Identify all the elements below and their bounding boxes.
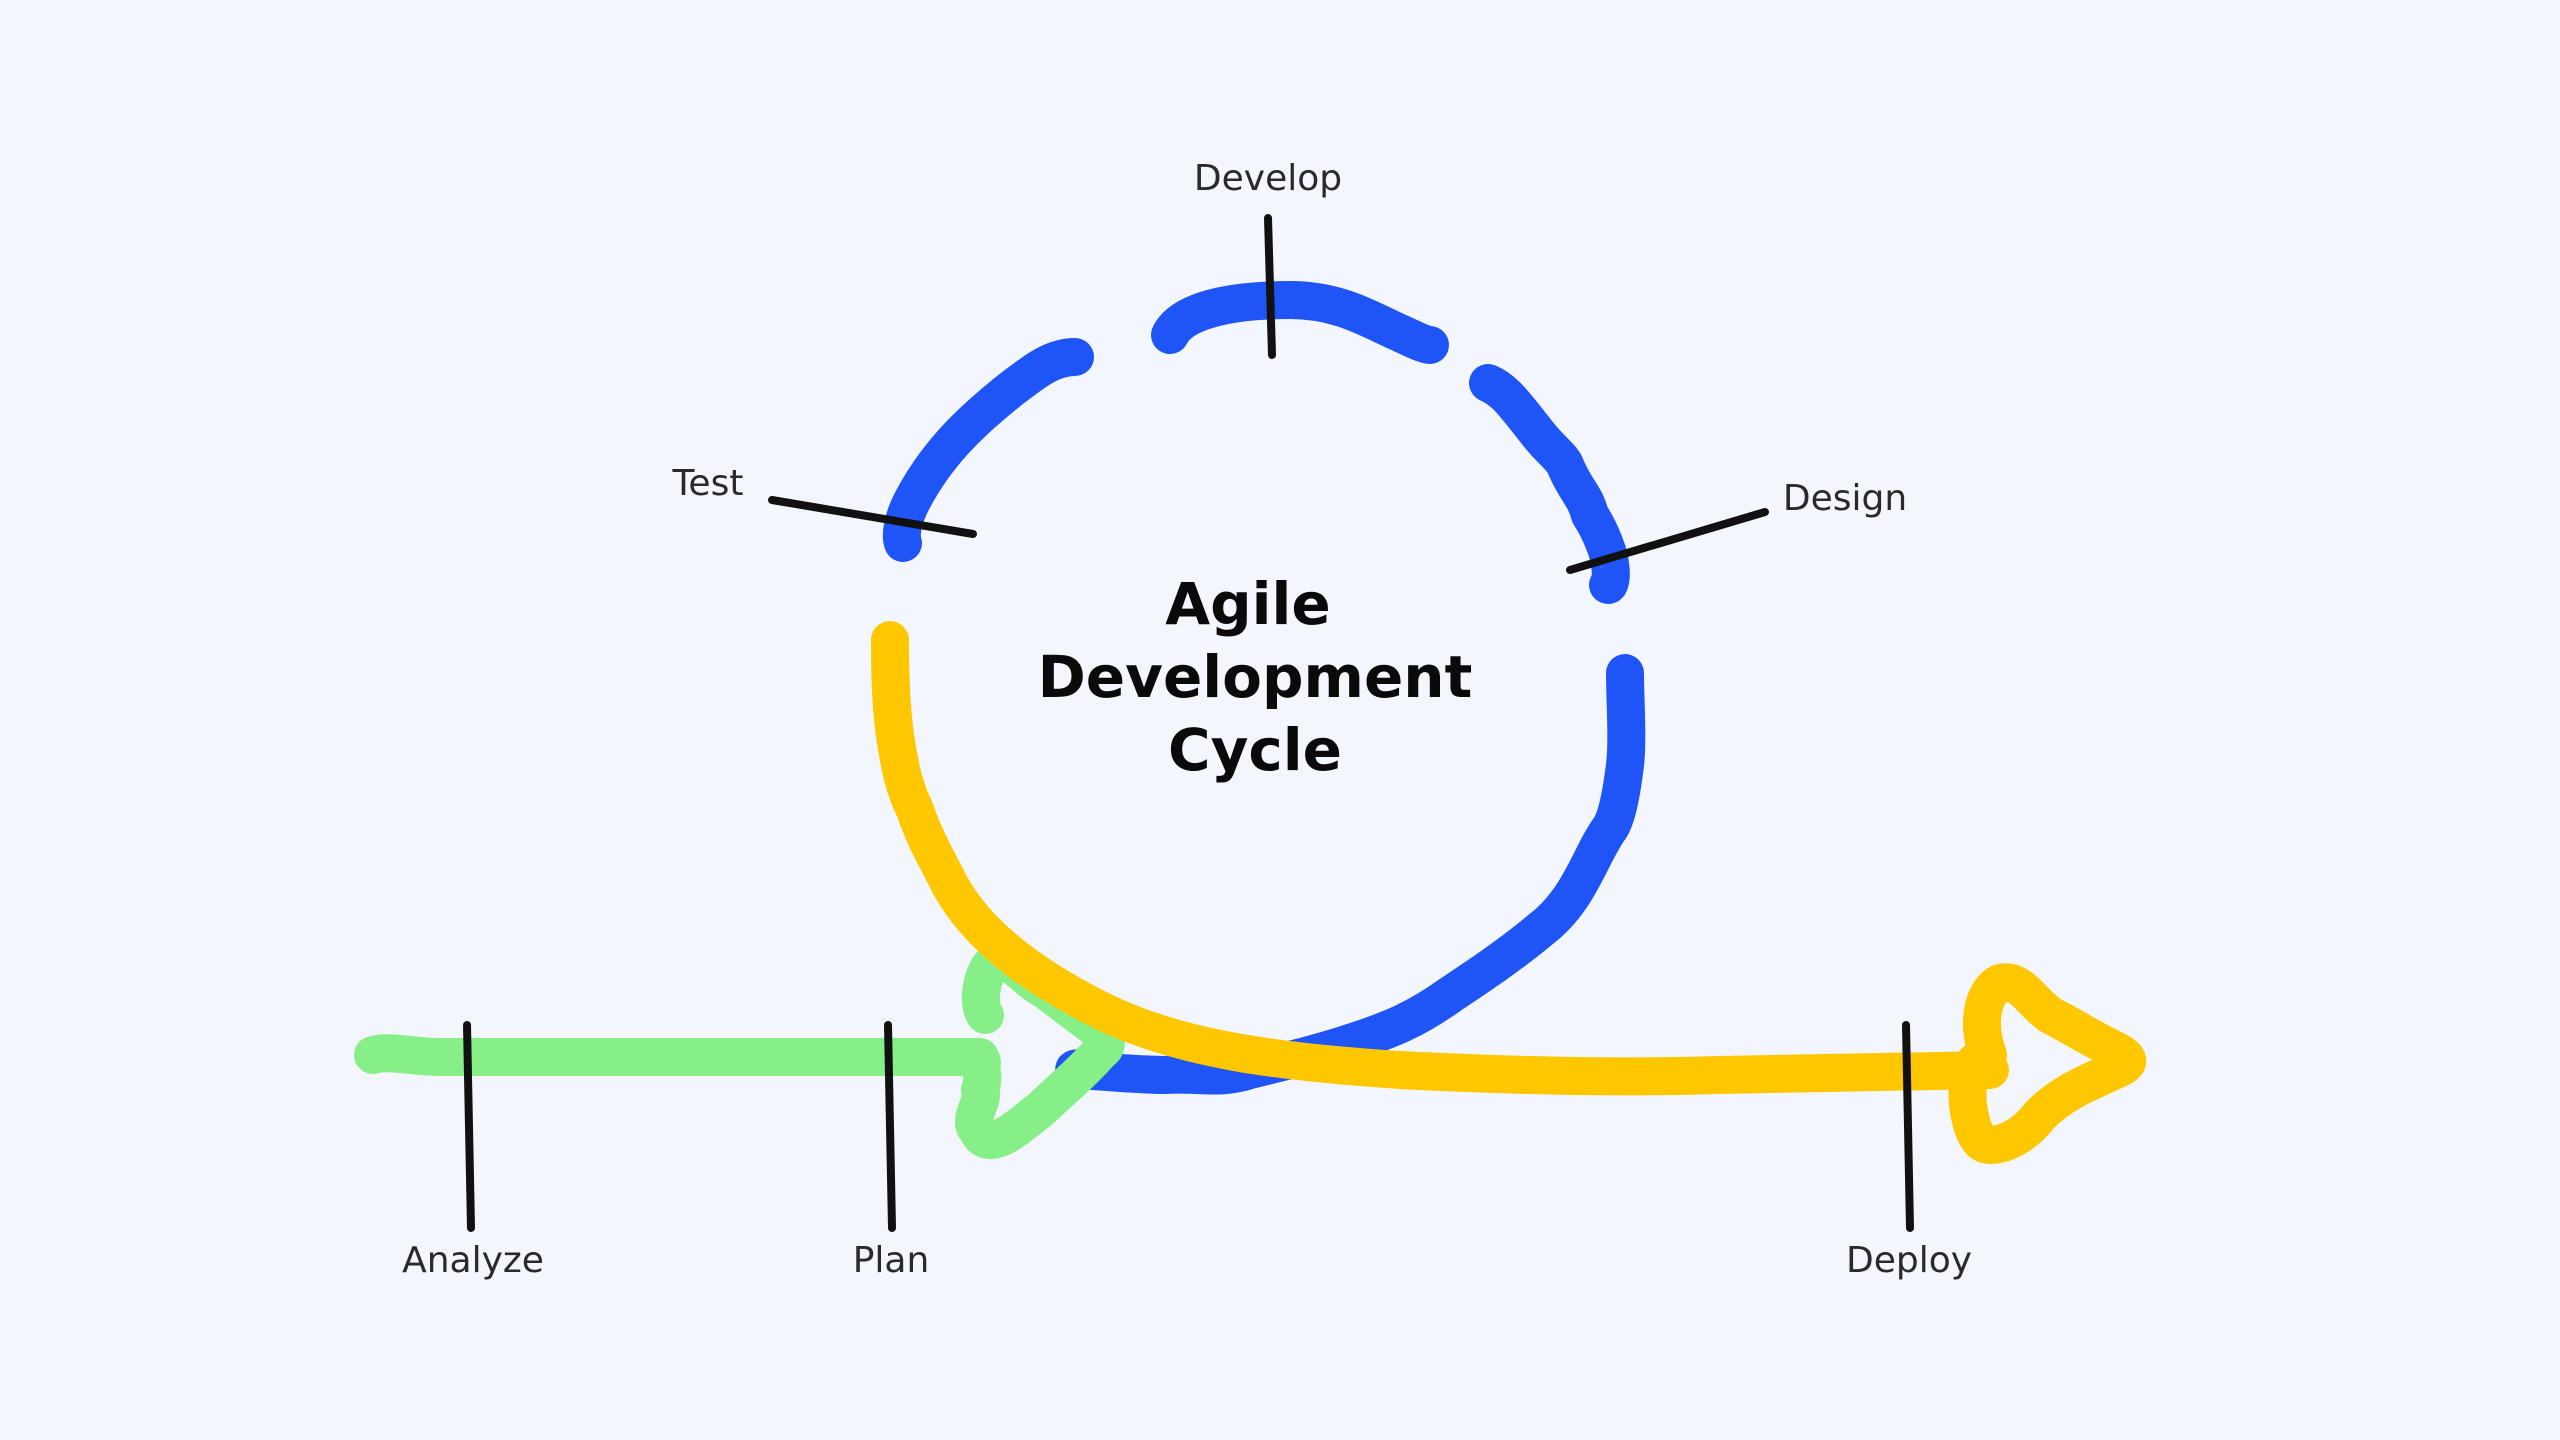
stage-markers — [463, 214, 1914, 1232]
marker-develop — [1264, 214, 1276, 359]
title-line-1: Agile — [1165, 570, 1331, 638]
marker-design — [1566, 508, 1769, 574]
marker-analyze — [463, 1021, 475, 1232]
exit-arrow-head — [1948, 963, 2147, 1164]
marker-test — [768, 496, 977, 538]
diagram-title: Agile Development Cycle — [1038, 570, 1473, 784]
marker-deploy — [1902, 1021, 1914, 1232]
title-line-3: Cycle — [1168, 716, 1342, 784]
entry-arrow-shaft — [354, 1034, 999, 1076]
exit-arrow — [871, 621, 2147, 1164]
title-line-2: Development — [1038, 643, 1473, 711]
cycle-segment-top-left — [882, 338, 1094, 562]
stage-label-plan: Plan — [853, 1240, 930, 1281]
cycle-segment-design — [1469, 364, 1630, 604]
stage-label-develop: Develop — [1194, 158, 1342, 199]
stage-label-analyze: Analyze — [402, 1240, 544, 1281]
exit-arrow-shaft — [871, 621, 2009, 1096]
stage-label-deploy: Deploy — [1846, 1240, 1972, 1281]
cycle-segment-bottom — [1055, 654, 1646, 1095]
stage-label-design: Design — [1783, 478, 1907, 519]
cycle-segment-develop — [1151, 281, 1449, 364]
stage-label-test: Test — [672, 463, 744, 504]
entry-arrow — [354, 942, 1125, 1159]
marker-plan — [884, 1021, 896, 1232]
